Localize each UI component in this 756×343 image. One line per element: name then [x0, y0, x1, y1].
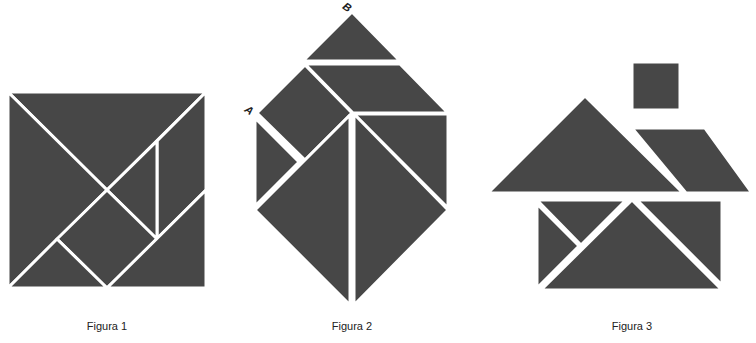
tangram-square [8, 92, 206, 288]
tangram-hexagon [255, 12, 448, 305]
figure-caption: Figura 3 [612, 320, 652, 333]
figure-caption: Figura 2 [332, 320, 372, 333]
tangram-house [488, 62, 752, 290]
figure-caption: Figura 1 [87, 320, 127, 333]
point-label: A [242, 103, 256, 118]
